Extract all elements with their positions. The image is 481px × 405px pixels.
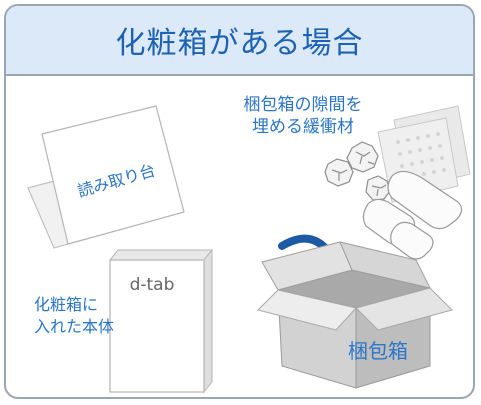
illustration-svg: 読み取り台 d-tab 梱包箱 [27,105,471,394]
header-bar: 化粧箱がある場合 [6,6,473,76]
illustration-area: 読み取り台 d-tab 梱包箱 梱包箱の隙間を 埋める緩衝材 化粧箱に 入れた本… [6,76,473,397]
device-box-label-line1: 化粧箱に [34,295,99,314]
crumpled-paper-illustration [324,141,391,201]
air-cushion-illustration [362,170,463,260]
device-box-label: 化粧箱に 入れた本体 [34,294,114,338]
reading-stand-illustration [27,105,185,249]
diagram-panel: 化粧箱がある場合 [4,4,475,399]
cushioning-label-line1: 梱包箱の隙間を [243,95,363,115]
shipping-box-label: 梱包箱 [348,339,408,363]
cushioning-label-line2: 埋める緩衝材 [252,117,354,137]
device-box-illustration [108,248,214,394]
shipping-box-illustration [257,241,453,389]
device-box-text: d-tab [130,275,175,295]
page-title: 化粧箱がある場合 [115,26,364,61]
cushioning-label: 梱包箱の隙間を 埋める緩衝材 [228,94,378,138]
device-box-label-line2: 入れた本体 [34,317,115,336]
